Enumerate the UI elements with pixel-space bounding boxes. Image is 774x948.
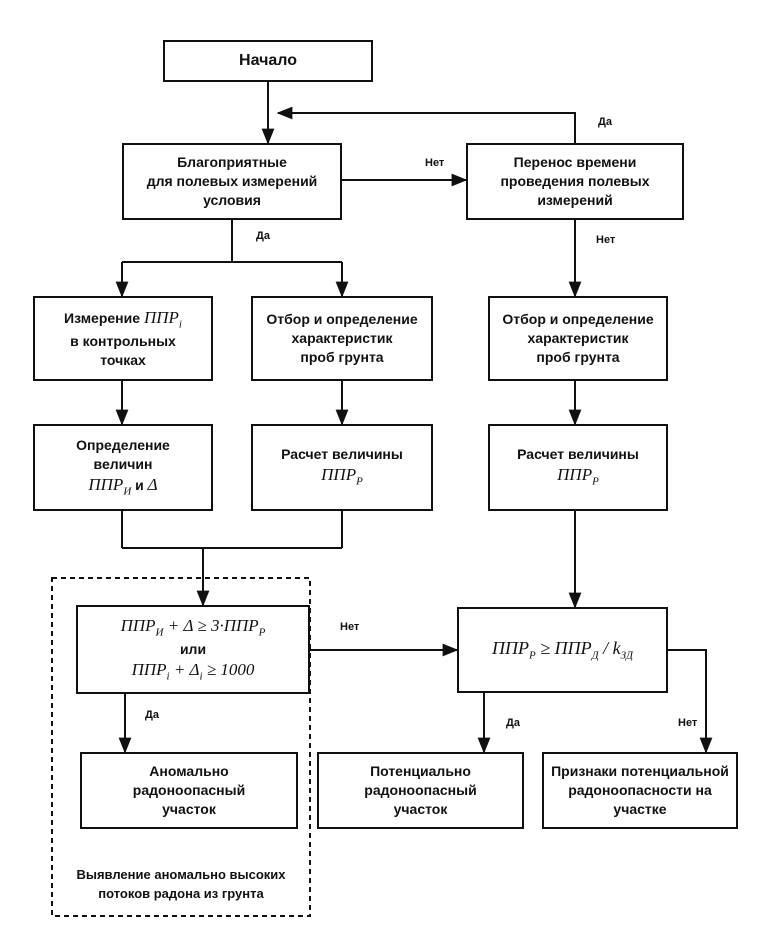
postpone-box: Перенос времени проведения полевых измер…	[466, 143, 684, 220]
anomalous-line-1: Аномально	[149, 763, 229, 780]
measure-label: Измерение	[64, 309, 141, 326]
dashed-group-border	[51, 577, 311, 917]
sampling-left-line-1: Отбор и определение	[266, 311, 418, 328]
label-yes-favorable: Да	[256, 230, 270, 242]
calc-right-line-1: Расчет величины	[517, 446, 639, 463]
sampling-right-line-3: проб грунта	[536, 348, 620, 365]
anomalous-line-3: участок	[162, 800, 216, 817]
start-box: Начало	[163, 40, 373, 82]
determine-line-2: величин	[93, 455, 153, 472]
favorable-line-3: условия	[203, 191, 261, 208]
condition-left-row-2: ППРi + Δi ≥ 1000	[131, 659, 255, 683]
start-label: Начало	[239, 52, 297, 70]
potential-line-1: Потенциально	[370, 763, 471, 780]
label-no-postpone: Нет	[425, 157, 445, 169]
condition-left-row-1: ППРИ + Δ ≥ 3·ППРР	[120, 615, 266, 639]
dashed-group-note-line-2: потоков радона из грунта	[98, 885, 264, 901]
label-no-postpone-down: Нет	[596, 234, 616, 246]
favorable-line-2: для полевых измерений	[146, 173, 318, 190]
sampling-left-line-3: проб грунта	[300, 348, 384, 365]
label-yes-potential: Да	[506, 717, 520, 729]
calc-left-line-1: Расчет величины	[281, 446, 403, 463]
signs-line-3: участке	[613, 800, 667, 817]
signs-line-2: радоноопасности на	[568, 782, 712, 799]
measure-line-3: точках	[100, 352, 146, 369]
determine-line-1: Определение	[76, 436, 170, 453]
dashed-group-note-line-1: Выявление аномально высоких	[76, 867, 286, 882]
signs-line-1: Признаки потенциальной	[551, 763, 729, 780]
condition-left-or: или	[179, 641, 207, 658]
anomalous-box: Аномально радоноопасный участок	[80, 752, 298, 829]
measure-formula: ППРi	[143, 307, 182, 331]
determine-formula-ppr: ППРИ	[88, 474, 132, 498]
label-yes-condition: Да	[145, 709, 159, 721]
sampling-left-line-2: характеристик	[291, 330, 393, 347]
postpone-line-3: измерений	[537, 191, 613, 208]
postpone-line-1: Перенос времени	[513, 154, 637, 171]
determine-box: Определение величин ППРИ и Δ	[33, 424, 213, 511]
postpone-line-2: проведения полевых	[500, 173, 650, 190]
sampling-right-box: Отбор и определение характеристик проб г…	[488, 296, 668, 381]
label-no-condition: Нет	[340, 621, 360, 633]
anomalous-line-2: радоноопасный	[132, 782, 246, 799]
favorable-line-1: Благоприятные	[177, 154, 287, 171]
arrow-postpone-yes-loop	[276, 106, 576, 143]
determine-formula-line: ППРИ и Δ	[88, 474, 157, 499]
determine-formula-delta: Δ	[147, 474, 158, 494]
favorable-conditions-box: Благоприятные для полевых измерений усло…	[122, 143, 342, 220]
sampling-left-box: Отбор и определение характеристик проб г…	[251, 296, 433, 381]
sampling-right-line-2: характеристик	[527, 330, 629, 347]
calc-right-box: Расчет величины ППРР	[488, 424, 668, 511]
calc-right-formula: ППРР	[557, 465, 599, 488]
measure-line-1: Измерение ППРi	[64, 307, 182, 332]
condition-right-formula: ППРР ≥ ППРД / kЗД	[491, 638, 634, 662]
potential-box: Потенциально радоноопасный участок	[317, 752, 524, 829]
calc-left-formula: ППРР	[321, 465, 363, 488]
dashed-group-note: Выявление аномально высоких потоков радо…	[58, 866, 304, 904]
signs-box: Признаки потенциальной радоноопасности н…	[542, 752, 738, 829]
label-no-signs: Нет	[678, 717, 698, 729]
calc-left-box: Расчет величины ППРР	[251, 424, 433, 511]
condition-left-box: ППРИ + Δ ≥ 3·ППРР или ППРi + Δi ≥ 1000	[76, 605, 310, 694]
condition-right-box: ППРР ≥ ППРД / kЗД	[457, 607, 668, 693]
potential-line-2: радоноопасный	[364, 782, 477, 799]
determine-and: и	[135, 476, 144, 493]
measure-box: Измерение ППРi в контрольных точках	[33, 296, 213, 381]
sampling-right-line-1: Отбор и определение	[502, 311, 654, 328]
measure-line-2: в контрольных	[70, 333, 176, 350]
arrow-condition-to-signs	[668, 649, 713, 754]
label-yes-loop: Да	[598, 116, 612, 128]
potential-line-3: участок	[393, 800, 448, 817]
